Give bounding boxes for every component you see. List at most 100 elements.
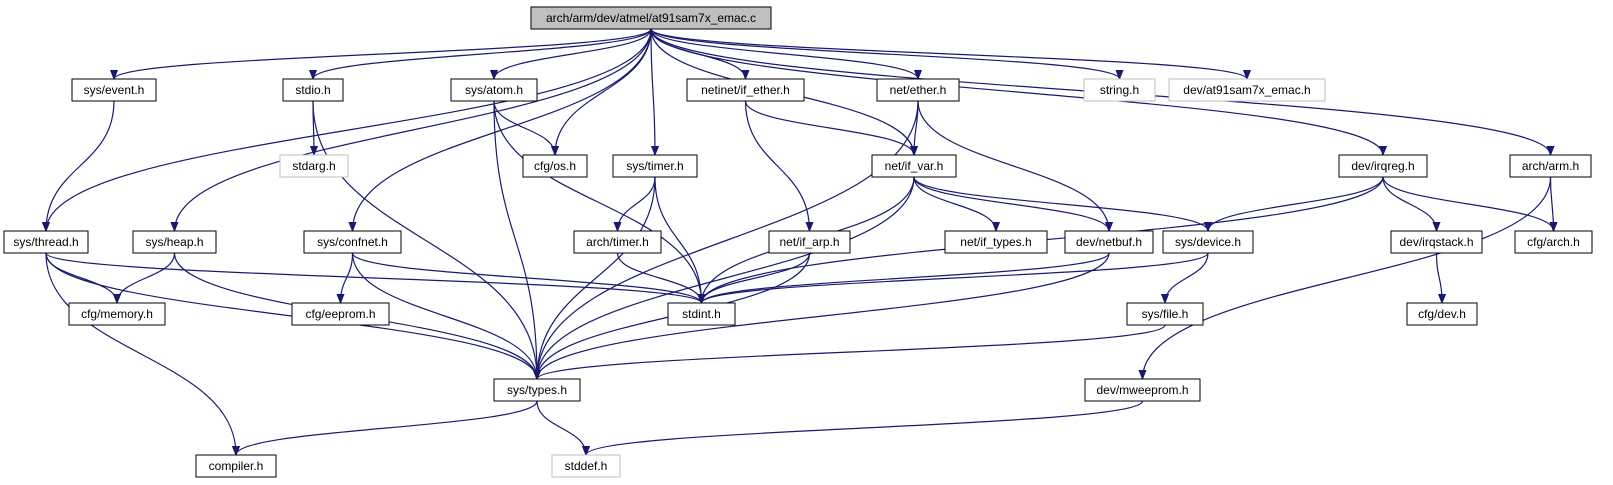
node-cfg-dev[interactable]: cfg/dev.h <box>1406 302 1478 326</box>
node-box[interactable] <box>551 454 621 478</box>
node-label: stddef.h <box>565 459 608 473</box>
edge-root-to-sys-thread <box>46 28 652 231</box>
node-box[interactable] <box>768 230 851 254</box>
node-arch-arm[interactable]: arch/arm.h <box>1509 154 1592 178</box>
node-net-if-arp[interactable]: net/if_arp.h <box>768 230 851 254</box>
node-dev-irqreg[interactable]: dev/irqreg.h <box>1338 154 1428 178</box>
node-box[interactable] <box>944 230 1048 254</box>
node-cfg-arch[interactable]: cfg/arch.h <box>1514 230 1593 254</box>
node-stdarg[interactable]: stdarg.h <box>279 154 349 178</box>
node-sys-timer[interactable]: sys/timer.h <box>612 154 698 178</box>
node-label: sys/timer.h <box>626 159 683 173</box>
node-box[interactable] <box>1390 230 1483 254</box>
node-box[interactable] <box>612 154 698 178</box>
edge-sys-timer-to-stdint <box>654 176 702 303</box>
node-label: sys/atom.h <box>465 83 523 97</box>
node-dev-mweeprom[interactable]: dev/mweeprom.h <box>1084 378 1201 402</box>
node-label: dev/mweeprom.h <box>1096 383 1188 397</box>
edge-netinet-if-ether-to-net-if-var <box>744 100 915 156</box>
node-net-ether[interactable]: net/ether.h <box>876 78 960 102</box>
node-sys-device[interactable]: sys/device.h <box>1162 230 1254 254</box>
node-sys-event[interactable]: sys/event.h <box>71 78 157 102</box>
node-dev-irqstack[interactable]: dev/irqstack.h <box>1390 230 1483 254</box>
node-box[interactable] <box>3 230 89 254</box>
node-cfg-eeprom[interactable]: cfg/eeprom.h <box>291 302 390 326</box>
edge-sys-thread-to-stdint <box>45 252 702 304</box>
node-netinet-if-ether[interactable]: netinet/if_ether.h <box>686 78 805 102</box>
edge-netinet-if-ether-to-net-if-arp <box>744 100 810 231</box>
node-box[interactable] <box>1514 230 1593 254</box>
node-sys-types[interactable]: sys/types.h <box>493 378 581 402</box>
edge-sys-atom-to-stdint <box>493 100 702 303</box>
node-dev-netbuf[interactable]: dev/netbuf.h <box>1064 230 1154 254</box>
node-dev-at91sam7x-emac[interactable]: dev/at91sam7x_emac.h <box>1168 78 1326 102</box>
node-box[interactable] <box>195 454 277 478</box>
node-box[interactable] <box>573 230 662 254</box>
node-box[interactable] <box>71 78 157 102</box>
node-label: dev/irqreg.h <box>1351 159 1414 173</box>
node-box[interactable] <box>667 302 736 326</box>
edge-dev-irqreg-to-sys-device <box>1208 176 1384 232</box>
node-box[interactable] <box>1406 302 1478 326</box>
edge-dev-irqstack-to-cfg-dev <box>1435 252 1443 303</box>
node-box[interactable] <box>279 154 349 178</box>
node-label: sys/device.h <box>1175 235 1241 249</box>
node-cfg-os[interactable]: cfg/os.h <box>522 154 588 178</box>
node-sys-file[interactable]: sys/file.h <box>1126 302 1204 326</box>
edge-net-if-var-to-net-if-types <box>913 176 996 232</box>
node-net-if-var[interactable]: net/if_var.h <box>871 154 957 178</box>
edge-dev-mweeprom-to-stddef <box>586 400 1144 456</box>
node-string[interactable]: string.h <box>1083 78 1156 102</box>
node-box[interactable] <box>871 154 957 178</box>
node-box[interactable] <box>303 230 402 254</box>
node-cfg-memory[interactable]: cfg/memory.h <box>68 302 166 326</box>
node-sys-atom[interactable]: sys/atom.h <box>450 78 538 102</box>
edge-root-to-dev-at91sam7x-emac <box>650 28 1247 80</box>
node-box[interactable] <box>1084 378 1201 402</box>
node-box[interactable] <box>522 154 588 178</box>
node-box[interactable] <box>1064 230 1154 254</box>
node-stdio[interactable]: stdio.h <box>282 78 344 102</box>
node-box[interactable] <box>1509 154 1592 178</box>
node-box[interactable] <box>291 302 390 326</box>
edge-dev-irqreg-to-dev-irqstack <box>1382 176 1437 232</box>
node-net-if-types[interactable]: net/if_types.h <box>944 230 1048 254</box>
node-label: arch/arm.h <box>1522 159 1579 173</box>
node-box[interactable] <box>493 378 581 402</box>
edge-arch-arm-to-dev-mweeprom <box>1143 176 1552 379</box>
node-label: arch/timer.h <box>586 235 649 249</box>
node-label: cfg/dev.h <box>1418 307 1466 321</box>
node-box[interactable] <box>68 302 166 326</box>
node-label: sys/event.h <box>84 83 145 97</box>
node-label: sys/thread.h <box>13 235 78 249</box>
node-box[interactable] <box>1338 154 1428 178</box>
node-stdint[interactable]: stdint.h <box>667 302 736 326</box>
node-root[interactable]: arch/arm/dev/atmel/at91sam7x_emac.c <box>530 6 772 30</box>
node-compiler[interactable]: compiler.h <box>195 454 277 478</box>
node-label: net/if_arp.h <box>779 235 839 249</box>
edge-root-to-sys-heap <box>175 28 652 231</box>
node-stddef[interactable]: stddef.h <box>551 454 621 478</box>
node-sys-heap[interactable]: sys/heap.h <box>132 230 217 254</box>
node-box[interactable] <box>1126 302 1204 326</box>
node-box[interactable] <box>132 230 217 254</box>
edge-root-to-sys-timer <box>650 28 655 155</box>
edge-root-to-stdio <box>313 28 652 80</box>
edge-root-to-sys-atom <box>494 28 652 80</box>
node-sys-confnet[interactable]: sys/confnet.h <box>303 230 402 254</box>
node-box[interactable] <box>530 6 772 30</box>
node-box[interactable] <box>876 78 960 102</box>
node-arch-timer[interactable]: arch/timer.h <box>573 230 662 254</box>
edge-dev-netbuf-to-stdint <box>702 252 1110 304</box>
edge-sys-file-to-sys-types <box>537 324 1166 380</box>
node-box[interactable] <box>282 78 344 102</box>
node-box[interactable] <box>1083 78 1156 102</box>
node-sys-thread[interactable]: sys/thread.h <box>3 230 89 254</box>
node-label: sys/heap.h <box>145 235 203 249</box>
edge-sys-confnet-to-cfg-eeprom <box>341 252 354 303</box>
node-box[interactable] <box>1168 78 1326 102</box>
node-box[interactable] <box>450 78 538 102</box>
node-box[interactable] <box>686 78 805 102</box>
node-label: stdint.h <box>682 307 721 321</box>
node-box[interactable] <box>1162 230 1254 254</box>
